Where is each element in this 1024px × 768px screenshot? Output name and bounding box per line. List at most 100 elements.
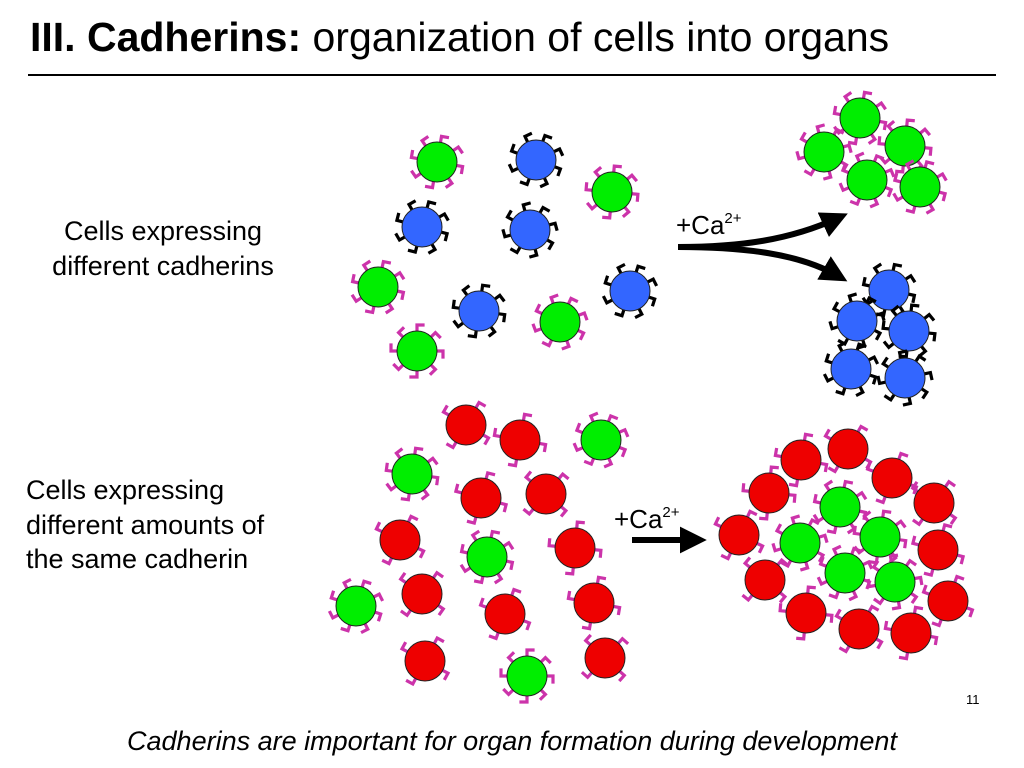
cell-body	[584, 637, 626, 679]
red-cell	[773, 432, 829, 488]
label-line: different cadherins	[52, 250, 274, 281]
blue-cell	[451, 283, 507, 339]
cell-body	[391, 453, 433, 495]
cell-body	[839, 97, 881, 139]
cell-body	[859, 516, 901, 558]
green-cell	[389, 323, 445, 379]
red-cell	[713, 509, 765, 561]
cell-body	[785, 592, 827, 634]
cell-body	[401, 206, 443, 248]
red-cell	[741, 556, 789, 604]
calcium-label-base: +Ca	[676, 210, 725, 240]
red-cell	[453, 470, 509, 526]
red-cell	[921, 574, 975, 628]
cell-body	[404, 640, 446, 682]
cell-body	[927, 580, 969, 622]
label-line: the same cadherin	[26, 544, 249, 575]
cell-body	[874, 561, 916, 603]
green-cell	[459, 529, 515, 585]
label-line: different amounts of	[26, 509, 265, 540]
label-different-amounts: Cells expressing different amounts of th…	[26, 473, 338, 577]
cell-body	[458, 290, 500, 332]
cells-layer	[327, 90, 975, 704]
cell-body	[573, 582, 615, 624]
cell-body	[827, 428, 869, 470]
cell-body	[899, 166, 941, 208]
calcium-label-top: +Ca2+	[676, 210, 742, 241]
cell-body	[748, 472, 790, 514]
blue-cell	[822, 340, 880, 398]
cell-body	[591, 171, 633, 213]
red-cell	[580, 633, 630, 683]
slide-caption: Cadherins are important for organ format…	[127, 726, 897, 756]
green-cell	[892, 159, 948, 215]
cell-body	[780, 439, 822, 481]
calcium-label-charge: 2+	[662, 504, 680, 521]
cell-body	[416, 141, 458, 183]
blue-cell	[828, 292, 886, 350]
cell-body	[506, 655, 548, 697]
cell-body	[460, 477, 502, 519]
red-cell	[398, 570, 446, 618]
red-cell	[547, 520, 603, 576]
cell-body	[871, 457, 913, 499]
label-different-cadherins: Cells expressing different cadherins	[18, 214, 308, 283]
blue-cell	[394, 199, 450, 255]
title-underline	[28, 74, 996, 76]
cell-body	[484, 593, 526, 635]
cell-body	[838, 608, 880, 650]
red-cell	[741, 465, 797, 521]
red-cell	[566, 575, 622, 631]
cell-body	[580, 419, 622, 461]
green-cell	[499, 648, 555, 704]
cell-body	[884, 125, 926, 167]
cell-body	[525, 473, 567, 515]
red-cell	[910, 522, 966, 578]
cell-body	[913, 482, 955, 524]
slide-title: III. Cadherins: organization of cells in…	[30, 14, 889, 61]
green-cell	[409, 134, 465, 190]
cell-body	[819, 486, 861, 528]
cell-body	[846, 159, 888, 201]
cell-body	[445, 404, 487, 446]
cell-body	[539, 301, 581, 343]
cell-body	[335, 585, 377, 627]
red-cell	[865, 451, 919, 505]
green-cell	[350, 259, 406, 315]
green-cell	[584, 164, 640, 220]
blue-cell	[507, 131, 565, 189]
blue-cell	[601, 262, 659, 320]
blue-cell	[876, 349, 934, 407]
title-bold: III. Cadherins:	[30, 14, 302, 60]
green-cell	[866, 553, 924, 611]
cell-body	[357, 266, 399, 308]
green-cell	[327, 577, 385, 635]
red-cell	[883, 605, 939, 661]
red-cell	[441, 400, 491, 450]
red-cell	[910, 479, 958, 527]
green-cell	[812, 479, 868, 535]
calcium-label-bottom: +Ca2+	[614, 504, 680, 535]
cell-body	[718, 514, 760, 556]
cell-body	[401, 573, 443, 615]
green-cell	[852, 509, 908, 565]
label-line: Cells expressing	[63, 216, 263, 246]
arrows-layer	[632, 212, 848, 554]
cell-body	[836, 300, 878, 342]
cell-body	[744, 559, 786, 601]
green-cell	[384, 446, 440, 502]
red-cell	[778, 585, 834, 641]
cell-body	[554, 527, 596, 569]
green-cell	[838, 151, 896, 209]
title-rest: organization of cells into organs	[301, 14, 890, 60]
label-line: Cells expressing	[26, 475, 225, 505]
green-cell	[816, 544, 874, 602]
cell-body	[868, 269, 910, 311]
red-cell	[478, 587, 532, 641]
green-cell	[531, 293, 589, 351]
cell-body	[890, 612, 932, 654]
cell-body	[824, 552, 866, 594]
red-cell	[823, 424, 873, 474]
cell-body	[609, 270, 651, 312]
